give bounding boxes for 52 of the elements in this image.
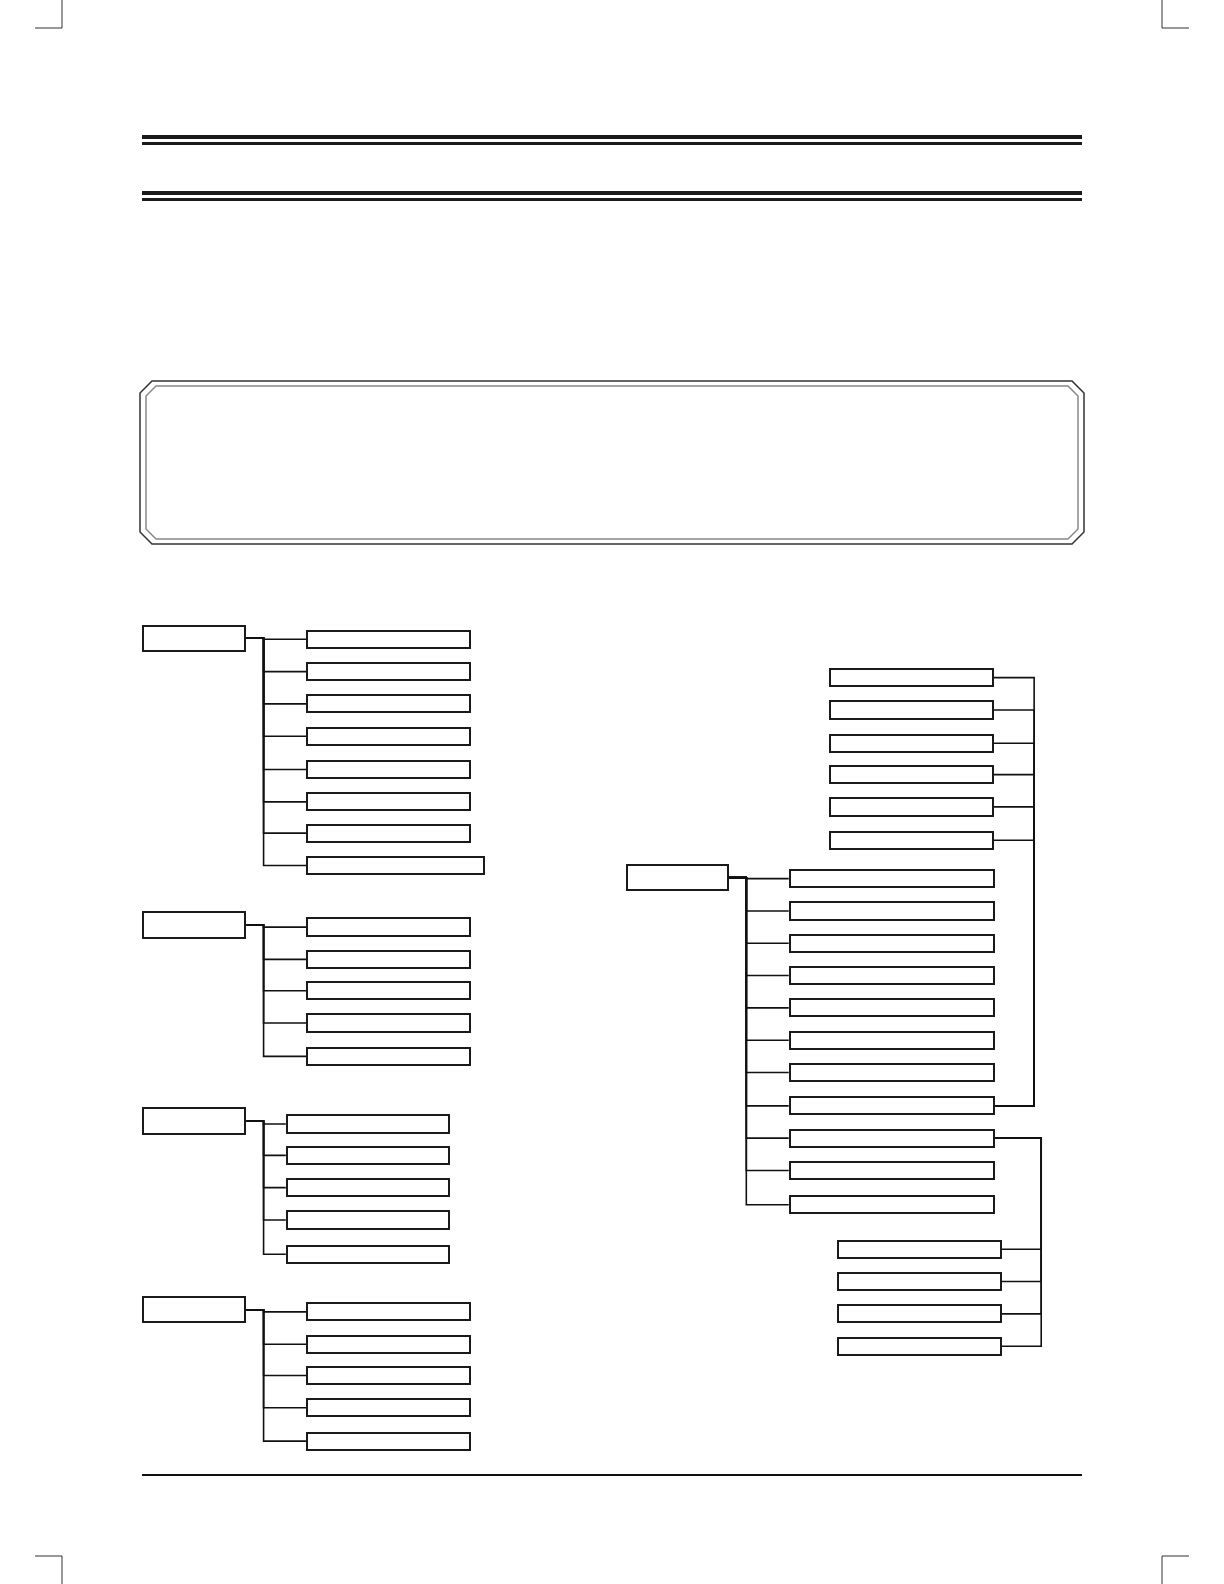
empty-box [306,1365,471,1386]
connector-line [245,1120,287,1256]
empty-box [829,668,994,688]
empty-box [306,759,471,780]
empty-box [829,700,994,720]
empty-box [788,1062,995,1083]
empty-box [306,1334,471,1354]
empty-box [626,863,730,892]
empty-box [142,1107,247,1135]
empty-box [829,765,994,785]
empty-box [788,1030,995,1050]
empty-box [306,949,471,969]
empty-box [837,1271,1002,1292]
empty-box [306,1398,471,1418]
empty-box [306,1046,471,1066]
empty-box [837,1336,1002,1356]
empty-box [788,1128,995,1148]
empty-box [788,1096,995,1116]
empty-box [285,1145,451,1165]
connector-line [245,924,307,1058]
empty-box [285,1210,451,1230]
empty-box [142,911,247,939]
empty-box [285,1178,451,1198]
empty-box [285,1114,451,1134]
empty-box [306,917,471,937]
empty-box [306,629,471,649]
empty-box [306,855,485,876]
empty-box [306,981,471,1001]
empty-box [788,1160,995,1181]
empty-box [306,823,471,843]
empty-box [306,792,471,812]
empty-box [142,624,247,652]
empty-box [788,933,995,953]
empty-box [788,998,995,1018]
empty-box [306,1013,471,1033]
empty-box [306,662,471,682]
empty-box [837,1239,1002,1259]
empty-box [829,733,994,753]
empty-box [306,726,471,746]
empty-box [788,869,995,889]
empty-box [788,901,995,921]
empty-box [306,1302,471,1322]
empty-box [142,1296,247,1324]
empty-box [788,965,995,986]
empty-box [788,1195,995,1215]
empty-box [829,797,994,817]
empty-box [829,830,994,850]
empty-box [306,1431,471,1451]
connector-line [245,1309,307,1442]
empty-box [306,694,471,714]
empty-box [285,1244,451,1264]
empty-box [837,1304,1002,1324]
